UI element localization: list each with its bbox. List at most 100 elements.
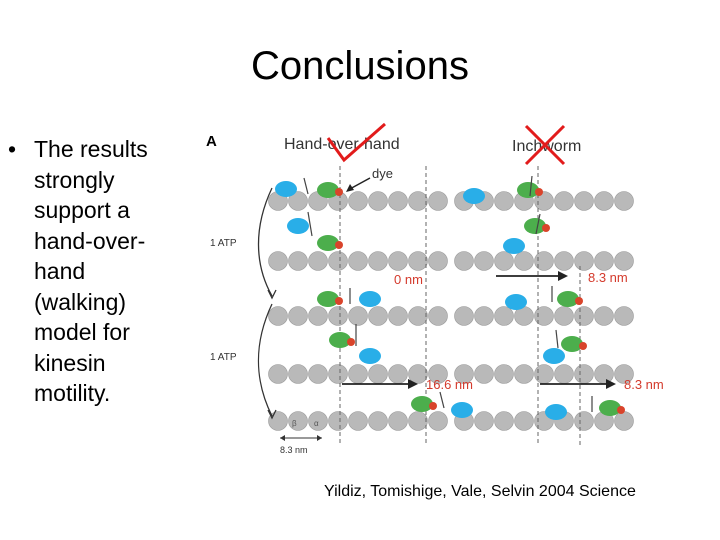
tubulin-subunit [348,251,368,271]
kinesin-head [561,336,583,352]
tubulin-subunit [268,306,288,326]
tubulin-subunit [328,411,348,431]
scale-bar-arrowheads [280,435,322,441]
tubulin-subunit [328,306,348,326]
tubulin-subunit [308,251,328,271]
tubulin-subunit [408,306,428,326]
tubulin-subunit [408,411,428,431]
right-step-arrowhead-2 [606,379,616,389]
tubulin-subunit [348,191,368,211]
tubulin-subunit [348,364,368,384]
tubulin-subunit [348,306,368,326]
right-distance-2: 8.3 nm [624,377,664,392]
atp-label-2: 1 ATP [210,352,237,363]
tubulin-subunit [594,306,614,326]
tubulin-subunit [534,251,554,271]
tubulin-subunit [574,251,594,271]
kinesin-stepping-diagram: A Hand-over-hand Inchworm dye 1 ATP 1 AT… [206,122,664,455]
kinesin-head [359,291,381,307]
tubulin-subunit [368,364,388,384]
tubulin-subunit [268,364,288,384]
tubulin-subunit [474,411,494,431]
tubulin-subunit [554,306,574,326]
tubulin-subunit [388,364,408,384]
right-distance-1: 8.3 nm [588,270,628,285]
right-step-arrowhead-1 [558,271,568,281]
dye-marker [347,338,355,346]
alpha-label: α [314,419,319,428]
tubulin-subunit [514,364,534,384]
kinesin-head [451,402,473,418]
tubulin-subunit [308,364,328,384]
tubulin-subunit [328,364,348,384]
kinesin-head [317,235,339,251]
dye-marker [617,406,625,414]
tubulin-subunit [534,306,554,326]
tubulin-subunit [428,191,448,211]
cross-mark-icon [524,124,566,166]
tubulin-subunit [328,251,348,271]
tubulin-subunit [268,251,288,271]
tubulin-subunit [554,251,574,271]
dye-marker [335,297,343,305]
kinesin-neck [535,213,541,235]
kinesin-neck [529,175,533,197]
tubulin-subunit [574,364,594,384]
kinesin-head [545,404,567,420]
tubulin-subunit [554,364,574,384]
tubulin-subunit [494,306,514,326]
kinesin-head [557,291,579,307]
dye-label: dye [372,166,393,181]
kinesin-head [463,188,485,204]
dye-marker [429,402,437,410]
kinesin-head [411,396,433,412]
kinesin-head [317,182,339,198]
tubulin-subunit [454,251,474,271]
dye-marker [335,241,343,249]
tubulin-subunit [514,411,534,431]
tubulin-subunit [494,411,514,431]
bullet-text: The results strongly support a hand-over… [34,136,148,406]
tubulin-subunit [454,364,474,384]
tubulin-subunit [594,364,614,384]
tubulin-subunit [368,411,388,431]
atp-step-arrow-1 [257,187,273,297]
dye-pointer-arrowhead [346,184,354,192]
tubulin-subunit [368,191,388,211]
tubulin-subunit [614,411,634,431]
tubulin-subunit [514,251,534,271]
kinesin-head [317,291,339,307]
beta-label: β [292,419,297,428]
kinesin-neck [307,211,313,237]
tubulin-subunit [408,364,428,384]
left-distance-1: 0 nm [394,272,423,287]
tubulin-subunit [614,251,634,271]
tubulin-subunit [428,364,448,384]
kinesin-head [503,238,525,254]
tubulin-subunit [574,411,594,431]
tubulin-subunit [454,306,474,326]
microtubule-rows [268,191,634,431]
tubulin-subunit [554,191,574,211]
tubulin-subunit [368,251,388,271]
tubulin-subunit [594,251,614,271]
tubulin-subunit [534,364,554,384]
tubulin-subunit [288,411,308,431]
tubulin-subunit [428,306,448,326]
dye-marker [535,188,543,196]
tubulin-subunit [388,411,408,431]
atp-step-arrowhead-2 [267,409,277,420]
tubulin-subunit [288,251,308,271]
kinesin-motors [275,175,625,420]
atp-step-arrow-2 [257,303,273,417]
tubulin-subunit [348,411,368,431]
kinesin-head [505,294,527,310]
kinesin-neck [303,177,309,195]
kinesin-head [524,218,546,234]
slide-title: Conclusions [0,42,720,90]
kinesin-head [599,400,621,416]
kinesin-neck [439,391,445,409]
tubulin-subunit [534,191,554,211]
tubulin-subunit [388,251,408,271]
kinesin-head [275,181,297,197]
